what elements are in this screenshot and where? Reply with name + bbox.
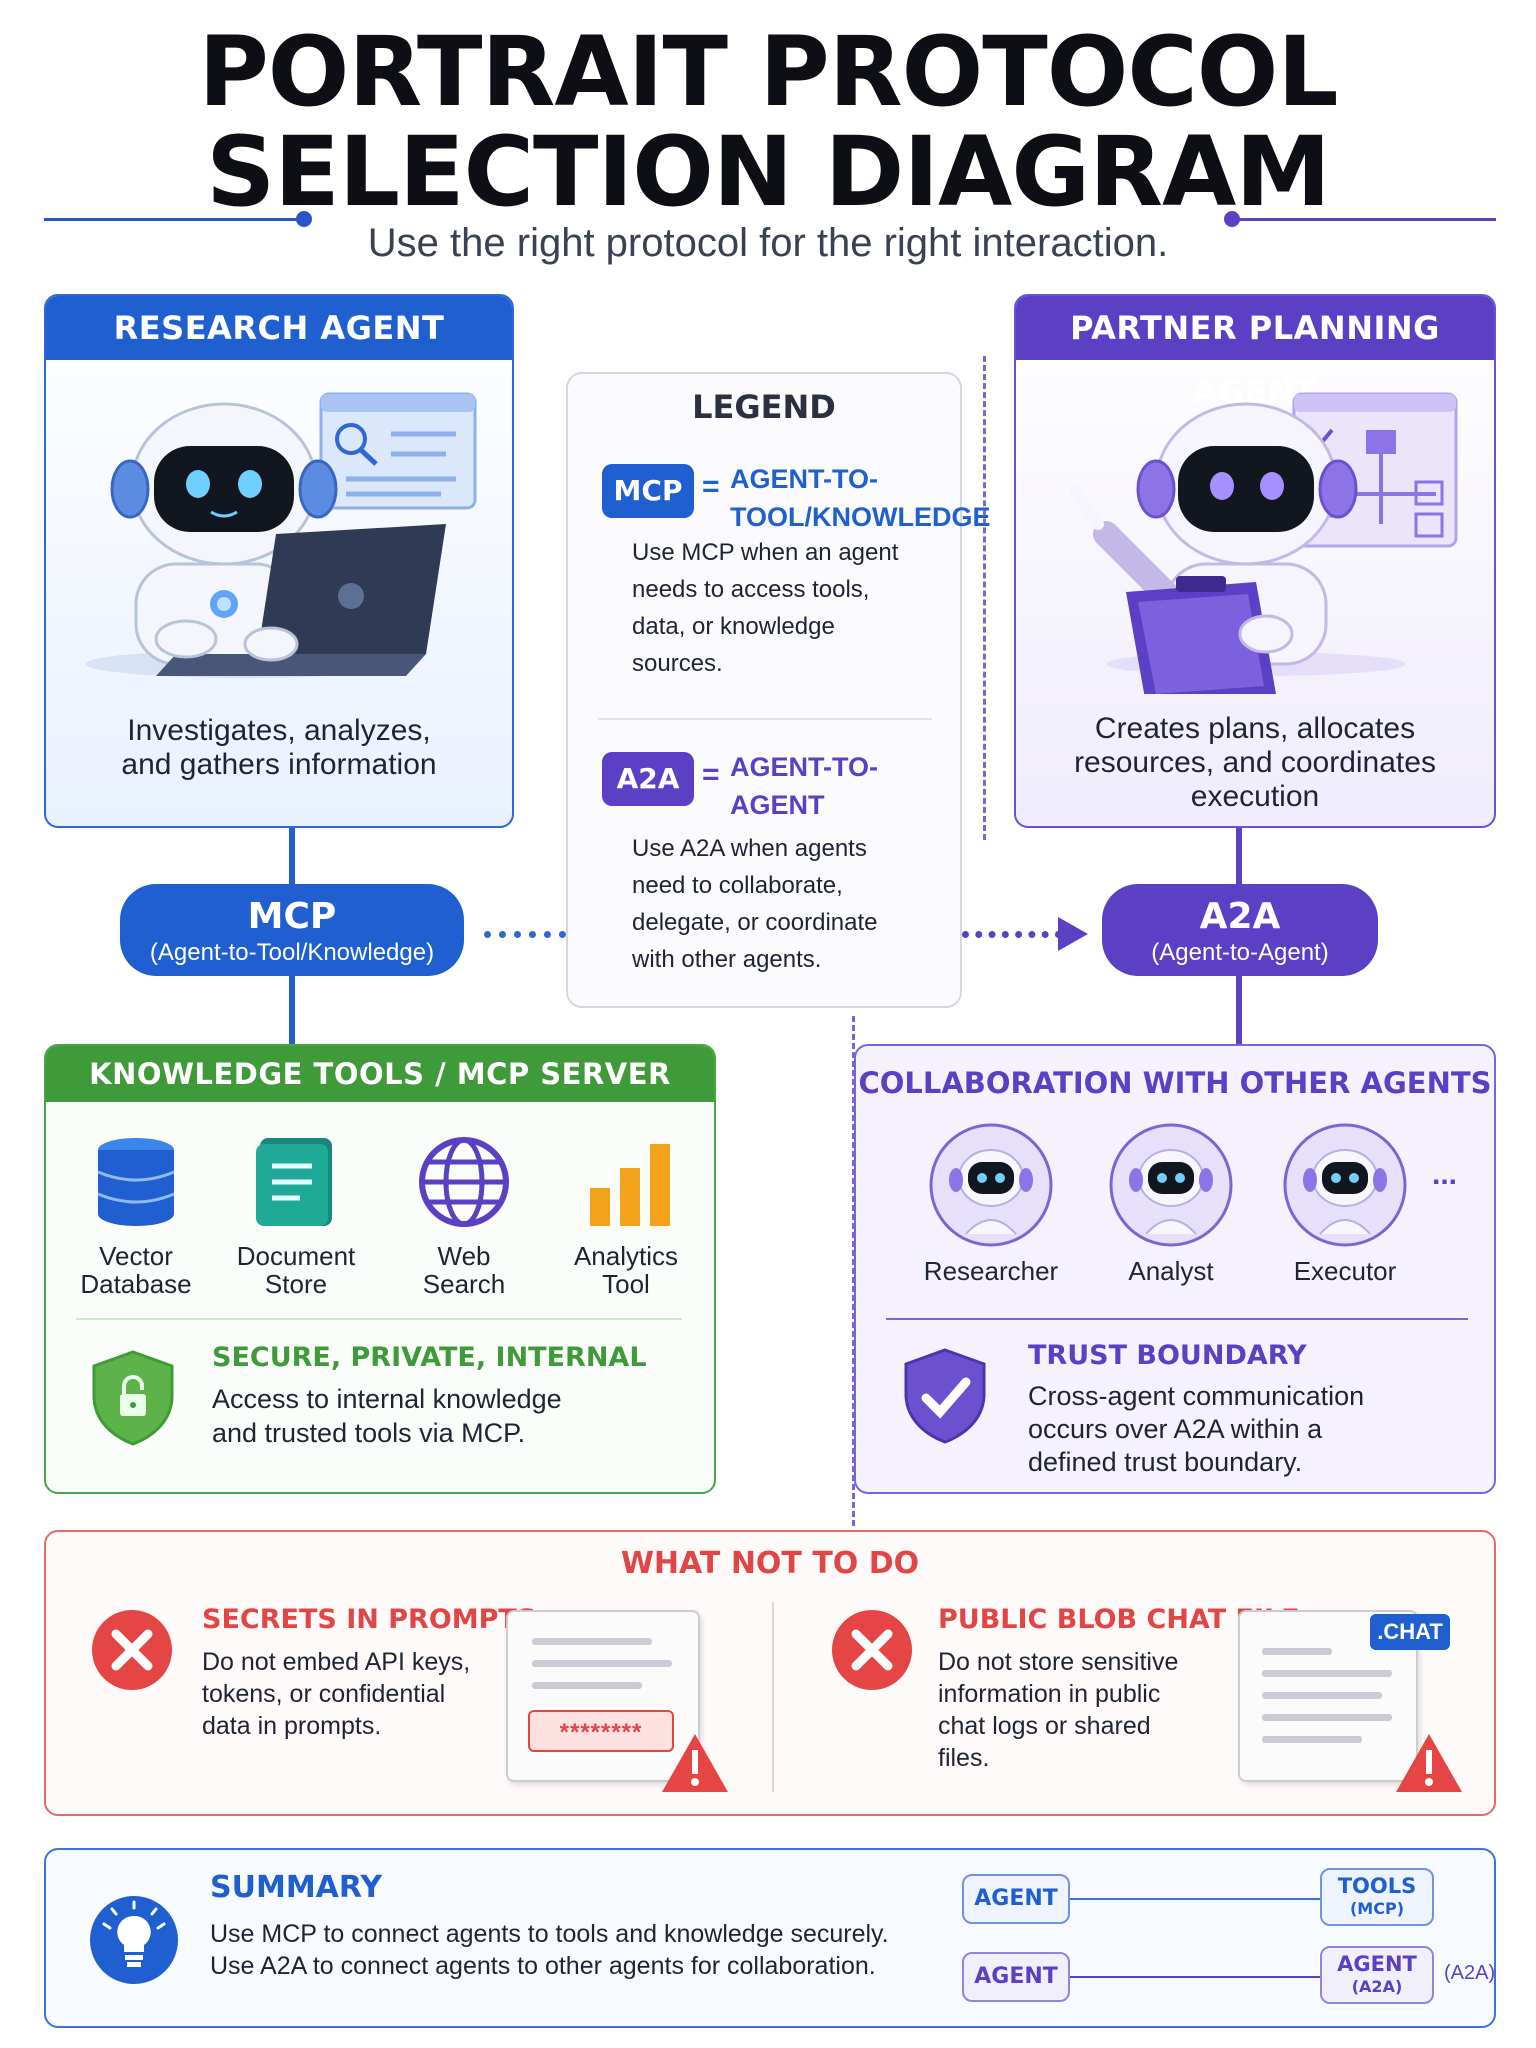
trust-boundary-description: Cross-agent communication occurs over A2… [1028,1381,1365,1477]
tool-label-web-search: Web Search [422,1241,506,1299]
header-rule-left [44,218,302,221]
trust-boundary-title: TRUST BOUNDARY [1028,1340,1307,1371]
mcp-protocol-name: MCP [247,896,337,937]
header-rule-left-dot [296,211,312,227]
summary-title: SUMMARY [210,1870,383,1905]
secure-description: Access to internal knowledge and trusted… [212,1384,562,1448]
knowledge-tools-title: KNOWLEDGE TOOLS / MCP SERVER [46,1046,714,1102]
legend-a2a-definition: AGENT-TO- AGENT [730,752,878,820]
what-not-to-do-title: WHAT NOT TO DO [620,1546,920,1581]
secrets-title: SECRETS IN PROMPTS [202,1604,537,1635]
agent-label-executor: Executor [1293,1256,1397,1286]
warning-triangle-icon [662,1734,728,1792]
tool-label-analytics-tool: Analytics Tool [573,1241,679,1299]
planning-to-a2a-connector [1236,828,1242,884]
research-agent-panel: RESEARCH AGENT [44,294,514,828]
legend-mcp-description: Use MCP when an agent needs to access to… [632,539,899,677]
search-window-icon [319,392,477,510]
agent-label-researcher: Researcher [923,1256,1059,1286]
chat-file-tag: .CHAT [1370,1614,1450,1650]
header-rule-right-dot [1224,211,1240,227]
analyst-avatar-icon [1109,1123,1233,1247]
title-line-1: PORTRAIT PROTOCOL [198,16,1338,128]
page-subtitle: Use the right protocol for the right int… [367,221,1169,265]
title-line-2: SELECTION DIAGRAM [206,116,1331,228]
collaboration-divider [886,1318,1468,1320]
mcp-dotted-connector [484,931,566,938]
more-agents-ellipsis: ... [1432,1158,1458,1191]
summary-tools-box: TOOLS (MCP) [1320,1868,1434,1926]
planning-agent-description: Creates plans, allocates resources, and … [1074,712,1436,813]
legend-mcp-equals: = [702,470,720,503]
research-agent-title: RESEARCH AGENT [46,296,512,360]
trust-boundary-dashed-line [852,1016,855,1526]
shield-check-icon [904,1348,986,1444]
researcher-avatar-icon [929,1123,1053,1247]
planning-robot-illustration [1070,392,1458,694]
collaboration-title: COLLABORATION WITH OTHER AGENTS [858,1066,1492,1100]
a2a-protocol-subtitle: (Agent-to-Agent) [1151,939,1329,966]
a2a-protocol-pill: A2A (Agent-to-Agent) [1102,884,1378,976]
public-blob-description: Do not store sensitive information in pu… [938,1648,1179,1772]
planning-agent-title: PARTNER PLANNING AGENT [1016,296,1494,411]
planning-agent-panel: PARTNER PLANNING AGENT [1014,294,1496,828]
summary-connector-2 [1070,1976,1320,1978]
summary-a2a-extra-label: (A2A) [1444,1962,1496,1984]
legend-a2a-badge: A2A [602,752,694,806]
mcp-to-tools-connector [289,976,295,1044]
summary-agent-a2a-box: AGENT (A2A) [1320,1946,1434,2004]
mcp-protocol-pill: MCP (Agent-to-Tool/Knowledge) [120,884,464,976]
header-rule-right [1234,218,1496,221]
database-icon [97,1138,175,1226]
secure-title: SECURE, PRIVATE, INTERNAL [212,1342,647,1373]
a2a-protocol-name: A2A [1199,896,1281,937]
what-not-to-do-panel: WHAT NOT TO DO SECRETS IN PROMPTS Do not… [44,1530,1496,1816]
what-not-divider [772,1602,774,1792]
summary-agent-box-2: AGENT [962,1952,1070,2002]
legend-title: LEGEND [692,388,836,426]
legend-a2a-description: Use A2A when agents need to collaborate,… [632,835,878,973]
summary-connector-1 [1070,1898,1320,1900]
legend-mcp-definition: AGENT-TO- TOOL/KNOWLEDGE [730,464,991,532]
summary-line-2: Use A2A to connect agents to other agent… [210,1952,876,1980]
lightbulb-icon [90,1896,178,1984]
clipboard-icon [1126,576,1276,694]
warning-triangle-icon-2 [1396,1734,1462,1792]
arrow-right-icon [1058,917,1088,951]
agent-label-analyst: Analyst [1128,1256,1214,1286]
knowledge-tools-panel: KNOWLEDGE TOOLS / MCP SERVER Vector Data… [44,1044,716,1494]
research-agent-description: Investigates, analyzes, and gathers info… [121,714,437,781]
error-x-icon [92,1610,172,1690]
tool-label-vector-database: Vector Database [80,1241,192,1299]
research-to-mcp-connector [289,828,295,884]
summary-panel: SUMMARY Use MCP to connect agents to too… [44,1848,1496,2028]
laptop-icon [156,524,446,676]
summary-line-1: Use MCP to connect agents to tools and k… [210,1920,889,1948]
a2a-dotted-connector [962,931,1062,938]
collaboration-panel: COLLABORATION WITH OTHER AGENTS ... Rese… [854,1044,1496,1494]
vertical-dashed-divider [983,356,986,840]
prompt-window-illustration: ******** [506,1610,700,1782]
globe-icon [419,1137,509,1227]
legend-mcp-badge: MCP [602,464,694,518]
legend-panel: LEGEND MCP = AGENT-TO- TOOL/KNOWLEDGE Us… [566,372,991,1008]
research-robot-illustration [86,392,477,678]
error-x-icon-2 [832,1610,912,1690]
mcp-protocol-subtitle: (Agent-to-Tool/Knowledge) [149,939,435,966]
legend-a2a-equals: = [702,758,720,791]
legend-divider [598,718,932,720]
masked-secret-field: ******** [528,1710,674,1752]
summary-agent-box-1: AGENT [962,1874,1070,1924]
document-icon [256,1138,332,1226]
page-title: PORTRAIT PROTOCOL SELECTION DIAGRAM [0,22,1536,222]
shield-lock-icon [92,1350,174,1446]
bar-chart-icon [590,1144,670,1226]
executor-avatar-icon [1283,1123,1407,1247]
knowledge-tools-divider [76,1318,682,1320]
a2a-to-collab-connector [1236,976,1242,1044]
tool-label-document-store: Document Store [236,1241,356,1299]
secrets-description: Do not embed API keys, tokens, or confid… [202,1648,471,1740]
